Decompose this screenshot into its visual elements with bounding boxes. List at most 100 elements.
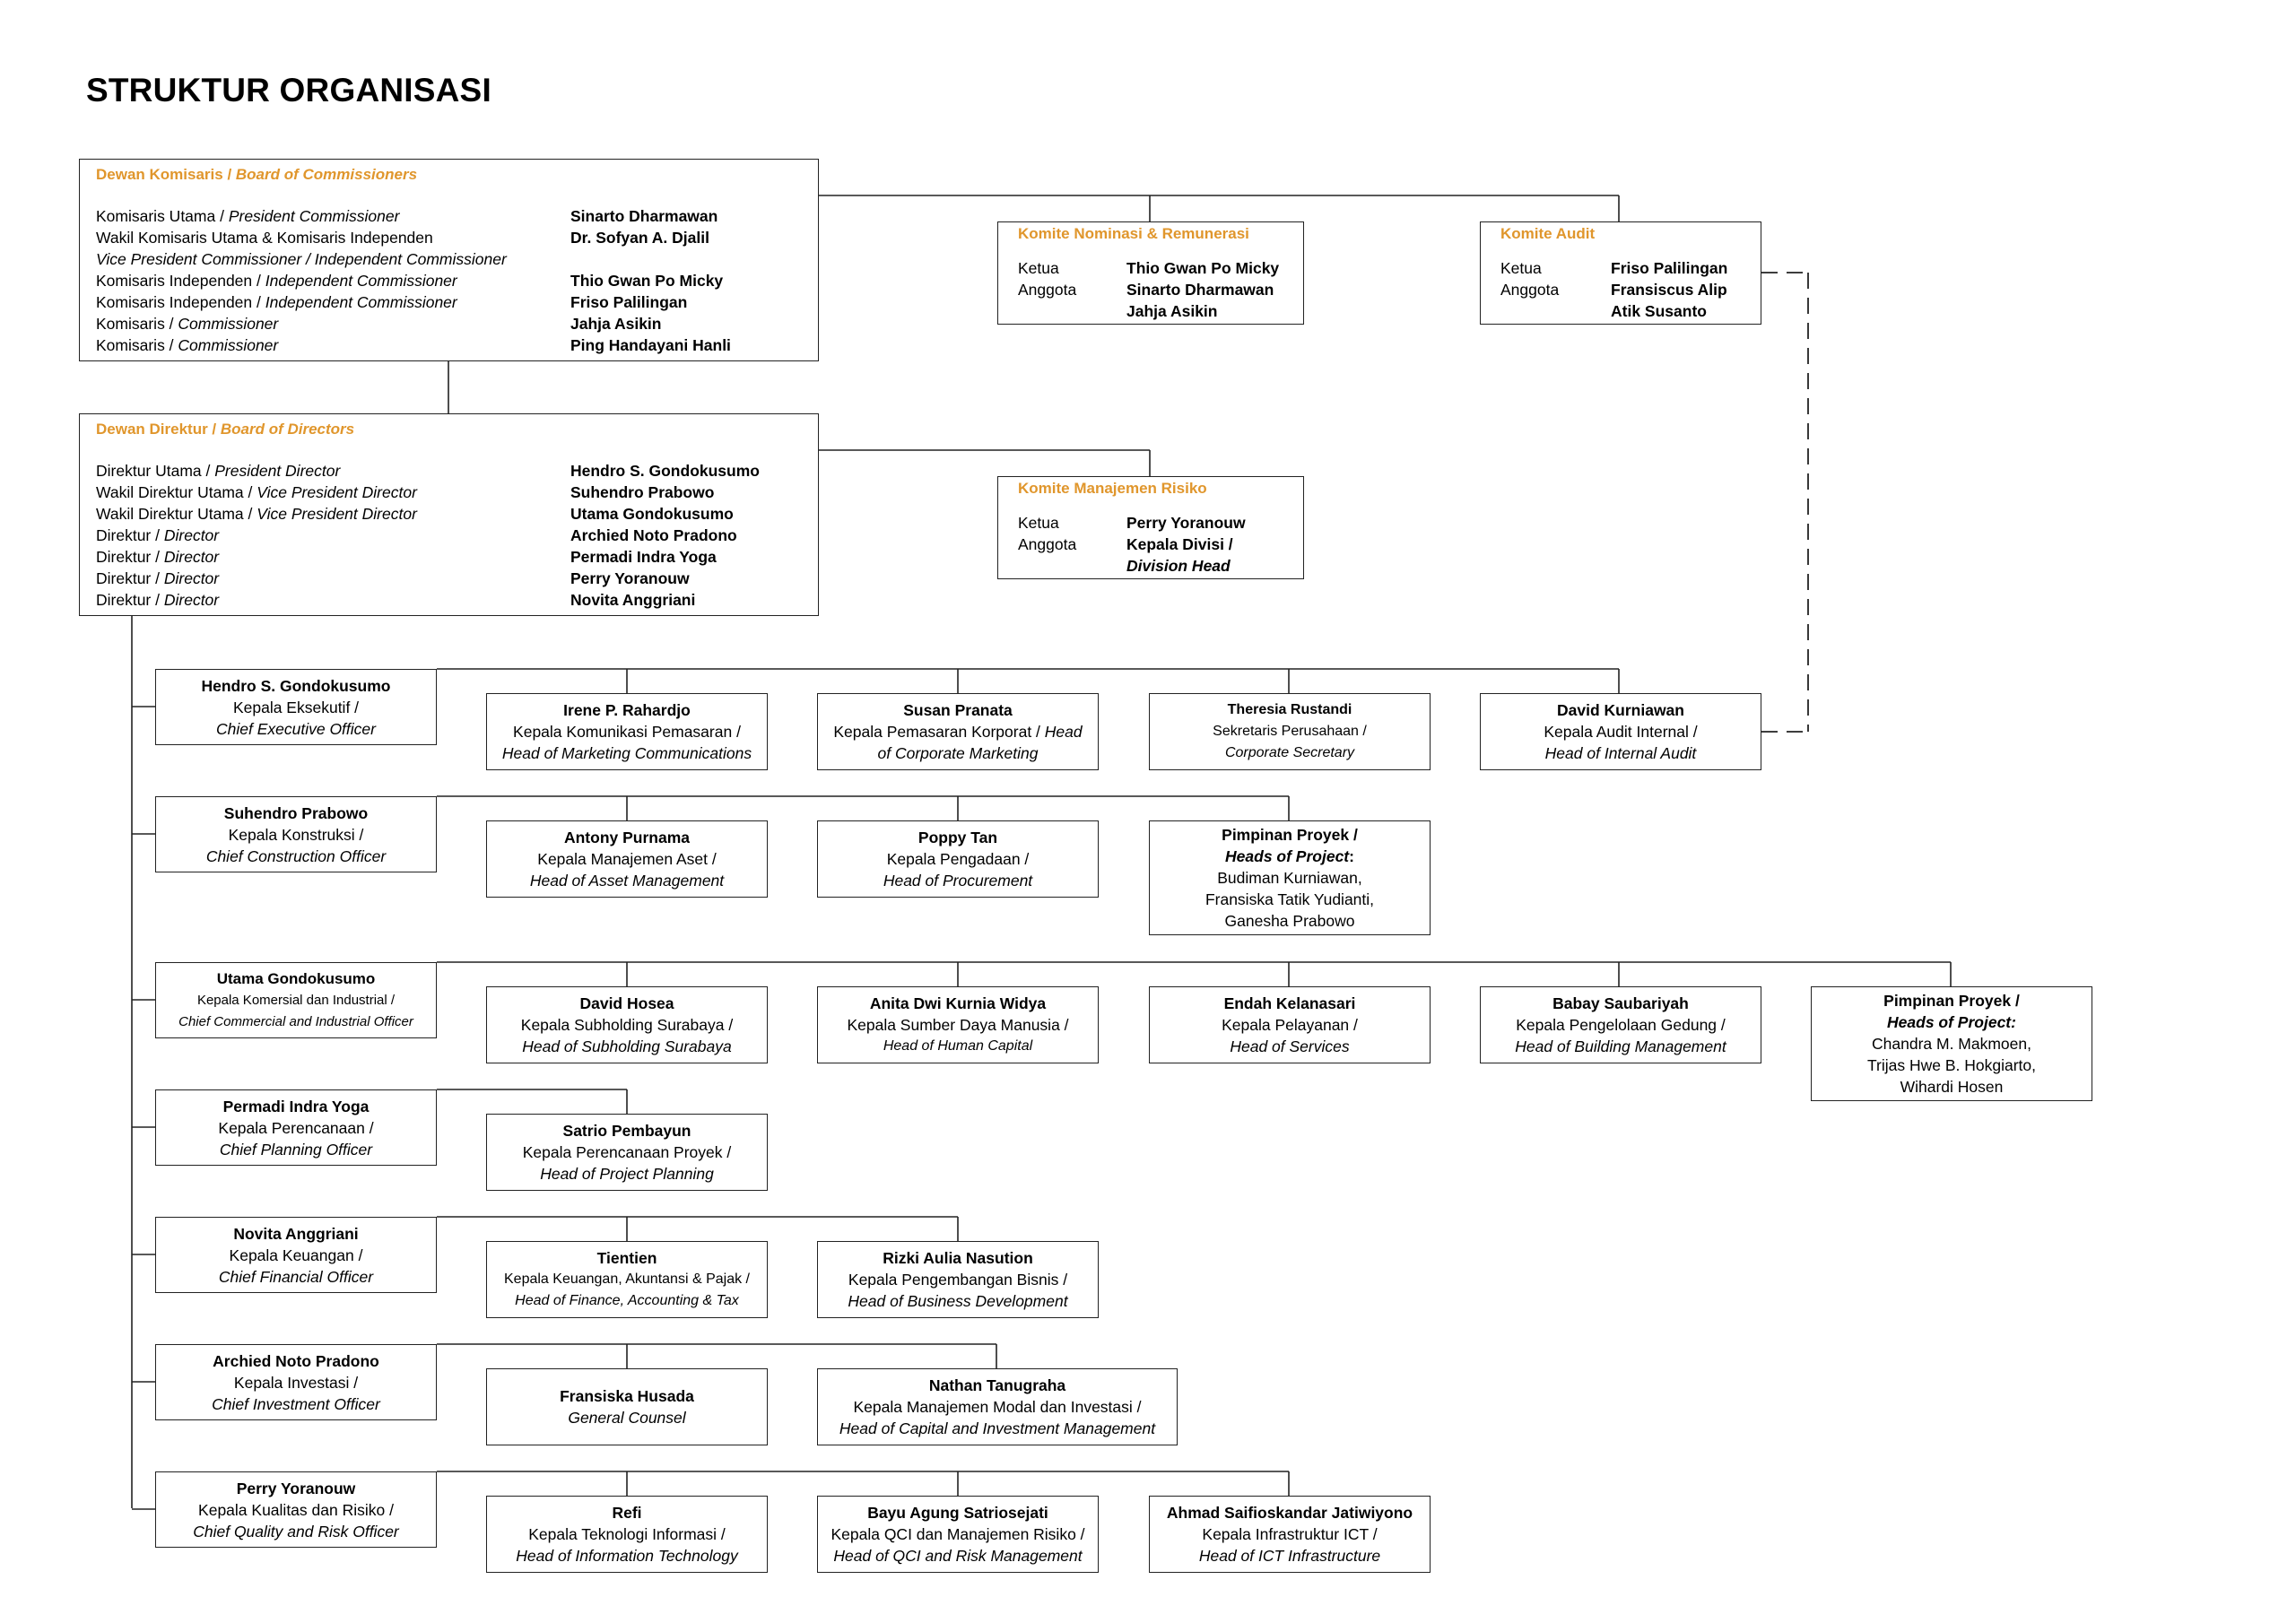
unit-position-en: Head of Capital and Investment Managemen… — [839, 1419, 1156, 1437]
committee-anggota-name: Kepala Divisi / — [1126, 535, 1233, 553]
unit-position-id: Kepala Perencanaan Proyek / — [522, 1143, 732, 1161]
unit-box: Fransiska Husada General Counsel — [486, 1368, 768, 1445]
position-id: Direktur Utama / — [96, 462, 215, 480]
chief-box-cpo: Permadi Indra Yoga Kepala Perencanaan / … — [155, 1089, 437, 1166]
unit-position-en: Head of Subholding Surabaya — [522, 1037, 732, 1055]
unit-position-id: Kepala Kualitas dan Risiko / — [198, 1500, 394, 1519]
bod-member-name: Suhendro Prabowo — [570, 483, 715, 501]
unit-position-id: Kepala Pemasaran Korporat / Head — [833, 721, 1082, 742]
board-of-directors-box: Dewan Direktur / Board of Directors Dire… — [79, 413, 819, 616]
unit-name: Anita Dwi Kurnia Widya — [869, 994, 1047, 1012]
position-id: Komisaris Independen / — [96, 272, 265, 290]
bod-member-position: Direktur / Director — [96, 569, 219, 588]
unit-name: Babay Saubariyah — [1552, 994, 1689, 1012]
boc-member-name: Dr. Sofyan A. Djalil — [570, 229, 709, 247]
unit-name: Hendro S. Gondokusumo — [201, 676, 391, 695]
chief-box-ccio: Utama Gondokusumo Kepala Komersial dan I… — [155, 962, 437, 1038]
bod-member-name: Novita Anggriani — [570, 591, 696, 609]
committee-ketua-name: Thio Gwan Po Micky — [1126, 259, 1280, 277]
unit-position-id: Kepala Subholding Surabaya / — [520, 1016, 734, 1034]
boc-title-en: Board of Commissioners — [235, 166, 418, 183]
unit-box: David Hosea Kepala Subholding Surabaya /… — [486, 986, 768, 1063]
unit-position-id: Kepala Keuangan / — [229, 1245, 363, 1264]
unit-position-id: Kepala Manajemen Aset / — [537, 850, 717, 868]
project-heads-label-en: Heads of Project: — [1887, 1013, 2016, 1031]
boc-title-id: Dewan Komisaris / — [96, 166, 236, 183]
project-head-person: Trijas Hwe B. Hokgiarto, — [1866, 1056, 2036, 1074]
committee-title: Komite Nominasi & Remunerasi — [1018, 225, 1249, 242]
position-en: Director — [163, 569, 220, 587]
boc-title: Dewan Komisaris / Board of Commissioners — [96, 166, 417, 184]
chief-box-cco: Suhendro Prabowo Kepala Konstruksi / Chi… — [155, 796, 437, 872]
position-id: Wakil Direktur Utama / — [96, 483, 257, 501]
project-heads-label-en-line: Heads of Project: — [1887, 1011, 2016, 1033]
unit-box: Irene P. Rahardjo Kepala Komunikasi Pema… — [486, 693, 768, 770]
unit-position-en: Chief Financial Officer — [218, 1267, 374, 1286]
bod-title-en: Board of Directors — [220, 421, 355, 438]
unit-position-en: Head of Services — [1230, 1037, 1350, 1055]
committee-nominasi-box: Komite Nominasi & Remunerasi Ketua Thio … — [997, 221, 1304, 325]
project-head-person: Wihardi Hosen — [1900, 1078, 2004, 1096]
unit-box: Rizki Aulia Nasution Kepala Pengembangan… — [817, 1241, 1099, 1318]
bod-member-position: Wakil Direktur Utama / Vice President Di… — [96, 505, 417, 524]
unit-position-id: Kepala Infrastruktur ICT / — [1202, 1525, 1378, 1543]
unit-position-id: Kepala Keuangan, Akuntansi & Pajak / — [504, 1271, 750, 1287]
unit-box: David Kurniawan Kepala Audit Internal / … — [1480, 693, 1761, 770]
unit-name: Nathan Tanugraha — [928, 1376, 1066, 1394]
unit-position-id: Kepala Konstruksi / — [228, 825, 364, 844]
unit-name: Novita Anggriani — [233, 1224, 359, 1243]
boc-member-position: Vice President Commissioner / Independen… — [96, 250, 507, 269]
committee-title: Komite Audit — [1500, 225, 1596, 242]
unit-name: Tientien — [596, 1249, 657, 1267]
unit-name: Rizki Aulia Nasution — [883, 1249, 1033, 1267]
unit-position-id: Kepala Eksekutif / — [232, 698, 360, 716]
committee-anggota-label: Anggota — [1018, 535, 1077, 553]
project-heads-box: Pimpinan Proyek / Heads of Project: Chan… — [1811, 986, 2092, 1101]
chief-box-ceo: Hendro S. Gondokusumo Kepala Eksekutif /… — [155, 669, 437, 745]
position-en: Director — [163, 591, 220, 609]
project-heads-label-en: Heads of Project — [1225, 847, 1350, 865]
unit-name: Perry Yoranouw — [236, 1479, 356, 1497]
committee-anggota-name: Atik Susanto — [1611, 302, 1707, 320]
bod-member-position: Direktur / Director — [96, 526, 219, 545]
committee-anggota-label: Anggota — [1018, 281, 1077, 299]
boc-member-name: Friso Palilingan — [570, 293, 688, 311]
unit-name: Susan Pranata — [903, 701, 1013, 719]
unit-position-id: Sekretaris Perusahaan / — [1213, 724, 1367, 739]
unit-position-en: Chief Commercial and Industrial Officer — [178, 1013, 413, 1029]
unit-position-id: Kepala Pelayanan / — [1222, 1016, 1358, 1034]
unit-box: Poppy Tan Kepala Pengadaan / Head of Pro… — [817, 820, 1099, 898]
committee-anggota-name: Sinarto Dharmawan — [1126, 281, 1274, 299]
unit-position-en: Head of Business Development — [848, 1292, 1068, 1310]
unit-name: Endah Kelanasari — [1223, 994, 1356, 1012]
unit-position-id: Kepala Teknologi Informasi / — [528, 1525, 726, 1543]
position-en: Independent Commissioner — [265, 272, 457, 290]
position-en: Vice President Director — [257, 505, 417, 523]
unit-box: Tientien Kepala Keuangan, Akuntansi & Pa… — [486, 1241, 768, 1318]
project-heads-box: Pimpinan Proyek / Heads of Project: Budi… — [1149, 820, 1431, 935]
unit-position-en: Head of Human Capital — [883, 1038, 1033, 1054]
boc-member-position: Komisaris Independen / Independent Commi… — [96, 272, 457, 291]
committee-anggota-label: Anggota — [1500, 281, 1560, 299]
position-en: Director — [163, 548, 220, 566]
position-id: Komisaris / — [96, 315, 178, 333]
unit-name: Suhendro Prabowo — [223, 803, 369, 822]
boc-member-name: Jahja Asikin — [570, 315, 662, 333]
unit-position-en: General Counsel — [568, 1409, 686, 1427]
unit-position-en: of Corporate Marketing — [877, 744, 1039, 762]
position-en: Vice President Commissioner / Independen… — [96, 250, 507, 268]
committee-anggota-name: Division Head — [1126, 557, 1231, 575]
boc-member-position: Komisaris / Commissioner — [96, 315, 278, 334]
unit-name: Bayu Agung Satriosejati — [867, 1504, 1048, 1522]
unit-box: Refi Kepala Teknologi Informasi / Head o… — [486, 1496, 768, 1573]
bod-member-position: Direktur / Director — [96, 548, 219, 567]
unit-position-en: Head of QCI and Risk Management — [833, 1547, 1083, 1565]
boc-member-position: Komisaris Independen / Independent Commi… — [96, 293, 457, 312]
unit-box: Satrio Pembayun Kepala Perencanaan Proye… — [486, 1114, 768, 1191]
bod-member-name: Utama Gondokusumo — [570, 505, 734, 523]
boc-member-name: Sinarto Dharmawan — [570, 207, 718, 225]
unit-position-en: Head of Information Technology — [516, 1547, 738, 1565]
unit-position-en: Head of ICT Infrastructure — [1198, 1547, 1381, 1565]
unit-box: Theresia Rustandi Sekretaris Perusahaan … — [1149, 693, 1431, 770]
